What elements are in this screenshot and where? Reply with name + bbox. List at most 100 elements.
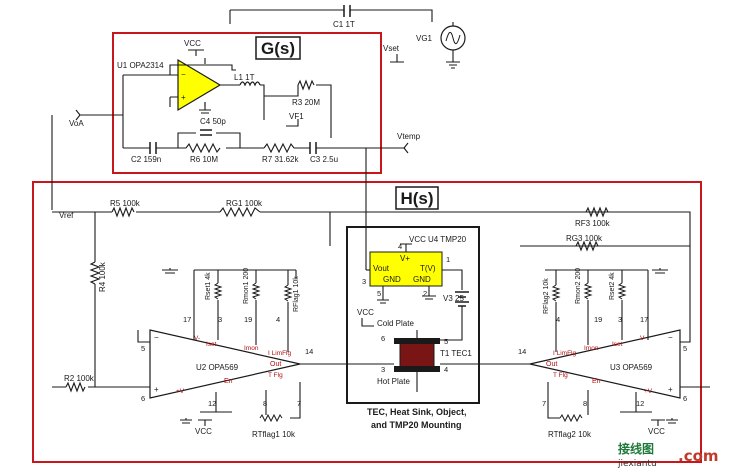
label-c1: C1 1T — [333, 20, 355, 29]
resistor-rf3 — [585, 206, 609, 218]
tmp20-gnd1: GND — [383, 275, 401, 284]
tec-pin3: 3 — [381, 365, 385, 374]
label-t1: T1 TEC1 — [440, 349, 472, 358]
tmp20-tv: T(V) — [420, 264, 436, 273]
tec-box — [346, 226, 480, 404]
u2-vminus: V- — [194, 335, 200, 342]
hs-title: H(s) — [400, 189, 433, 208]
hs-box — [32, 181, 702, 463]
resistor-r6 — [185, 142, 221, 154]
u2-vplus: +V — [176, 388, 185, 395]
u3-pin6: 6 — [683, 394, 687, 403]
tmp20-pin3: 3 — [362, 277, 366, 286]
u3-pin17: 17 — [640, 315, 648, 324]
resistor-rflag1 — [283, 284, 293, 302]
resistor-r3 — [297, 79, 315, 91]
u1-plus: + — [181, 93, 186, 102]
capacitor-c4 — [200, 129, 212, 136]
u2-iset: Iset — [206, 341, 217, 348]
resistor-rset2 — [617, 282, 627, 300]
label-rmon1: Rmon1 200 — [243, 268, 250, 304]
u3-vplus: +V — [644, 388, 653, 395]
label-rf3: RF3 100k — [575, 219, 611, 228]
tmp20-vout: Vout — [373, 264, 390, 273]
u3-pin19: 19 — [594, 315, 602, 324]
u3-pin5: 5 — [683, 344, 687, 353]
label-c2: C2 159n — [131, 155, 161, 164]
label-rmon2: Rmon2 200 — [575, 268, 582, 304]
gs-title: G(s) — [261, 39, 295, 58]
u3-en: En — [592, 378, 601, 385]
capacitor-c1 — [343, 5, 351, 17]
label-r6: R6 10M — [190, 155, 218, 164]
u3-pin7: 7 — [542, 399, 546, 408]
label-rg3: RG3 100k — [566, 234, 603, 243]
label-rtflag1: RTflag1 10k — [252, 430, 296, 439]
resistor-rmon1 — [251, 282, 261, 300]
net-vref: Vref — [59, 211, 74, 220]
battery-v3 — [455, 291, 469, 307]
u3-imon: Imon — [584, 345, 599, 352]
net-vcc-u3: VCC — [648, 427, 665, 436]
net-vtemp: Vtemp — [397, 132, 421, 141]
resistor-rtflag2 — [559, 413, 583, 423]
u2-pin4: 4 — [276, 315, 280, 324]
u3-pin4: 4 — [556, 315, 560, 324]
u3-out: Out — [546, 361, 557, 368]
u2-pin7: 7 — [297, 399, 301, 408]
net-vcc-u2: VCC — [195, 427, 212, 436]
tec-element — [399, 341, 435, 369]
resistor-r7 — [263, 142, 295, 154]
resistor-r2 — [65, 381, 86, 393]
label-u3: U3 OPA569 — [610, 363, 653, 372]
u2-pin8: 8 — [263, 399, 267, 408]
gs-title-box — [255, 36, 301, 60]
watermark-cn: 接线图 — [618, 441, 654, 456]
label-rflag2: RFlag2 10k — [543, 278, 550, 314]
u2-pin17: 17 — [183, 315, 191, 324]
u2-out: Out — [270, 361, 281, 368]
label-v3: V3 25 — [443, 294, 464, 303]
opamp-u2 — [149, 329, 301, 399]
tmp20-vplus: V+ — [400, 254, 410, 263]
tec-pin6: 6 — [381, 334, 385, 343]
tec-pin4: 4 — [444, 365, 448, 374]
u2-imon: Imon — [244, 345, 259, 352]
label-hot-plate: Hot Plate — [377, 377, 410, 386]
label-rflag1: RFlag1 10k — [293, 276, 300, 312]
u2-pin5: 5 — [141, 344, 145, 353]
label-u4: U4 TMP20 — [428, 235, 467, 244]
tec-cold-plate — [394, 338, 440, 344]
sine-icon — [445, 31, 461, 45]
u3-pin8: 8 — [583, 399, 587, 408]
ground-vg1 — [446, 61, 460, 69]
label-u1: U1 OPA2314 — [117, 61, 164, 70]
u2-ilimflg: I LimFlg — [268, 350, 292, 357]
u1-minus: − — [181, 70, 186, 79]
u3-vminus: V- — [640, 335, 646, 342]
u2-tflg: T Flg — [268, 372, 283, 379]
inductor-l1 — [239, 81, 261, 87]
net-vf1: VF1 — [289, 112, 304, 121]
capacitor-c2 — [149, 142, 157, 154]
net-vcc-tec: VCC — [357, 308, 374, 317]
resistor-rtflag1 — [259, 413, 283, 423]
label-c4: C4 50p — [200, 117, 226, 126]
net-vcc-u1: VCC — [184, 39, 201, 48]
u3-pin14: 14 — [518, 347, 526, 356]
watermark-logo: 接线图 jiexiantu .com — [617, 441, 719, 469]
u2-minus: − — [154, 333, 159, 342]
watermark-com: .com — [678, 447, 719, 465]
tec-pin5: 5 — [444, 337, 448, 346]
label-cold-plate: Cold Plate — [377, 319, 414, 328]
u3-pin12: 12 — [636, 399, 644, 408]
u2-pin14: 14 — [305, 347, 313, 356]
tmp20-pin5: 5 — [377, 289, 381, 298]
net-vset: Vset — [383, 44, 400, 53]
tec-caption-2: and TMP20 Mounting — [371, 420, 462, 430]
hs-title-box — [395, 186, 439, 210]
label-rset2: Rset2 4k — [609, 272, 616, 300]
tmp20-chip — [369, 251, 443, 287]
label-rg1: RG1 100k — [226, 199, 263, 208]
